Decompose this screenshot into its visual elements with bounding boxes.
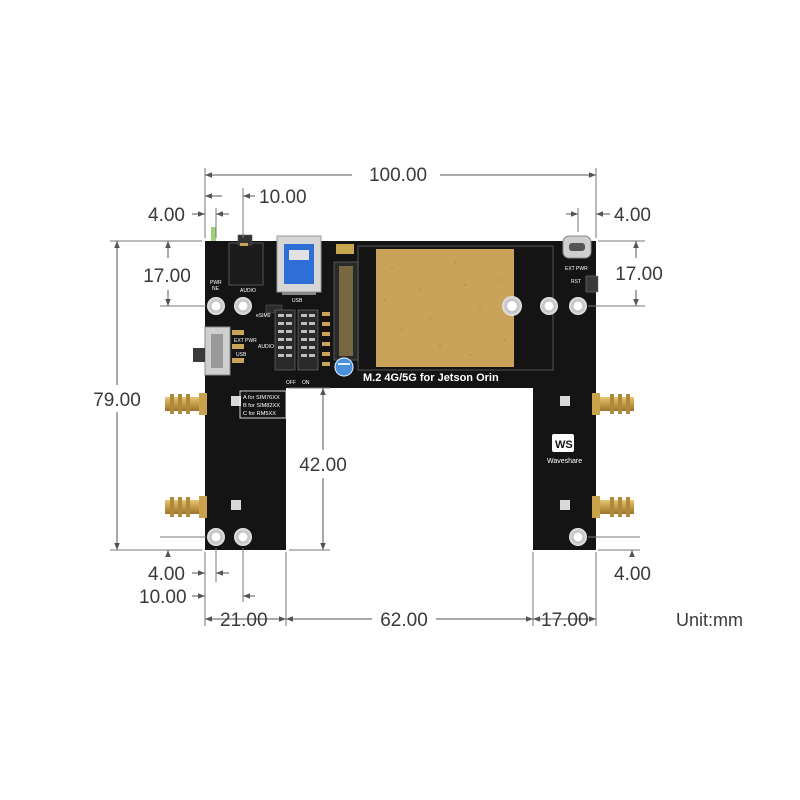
rst-button xyxy=(585,275,599,293)
mount-hole xyxy=(569,528,587,546)
audio-jack xyxy=(228,242,264,286)
ext-pwr-switch-slot xyxy=(211,334,223,368)
m2-module-shield xyxy=(376,249,514,367)
silk-usb-top: USB xyxy=(292,298,303,304)
ipex-connector xyxy=(560,500,570,510)
dim-bottom-left-4: 4.00 xyxy=(148,564,185,585)
dimension-labels: 100.00 4.00 10.00 4.00 17.00 17.00 79.00… xyxy=(88,162,743,631)
mount-hole xyxy=(234,297,252,315)
dim-overall-width: 100.00 xyxy=(369,165,427,186)
dim-left-top-y: 17.00 xyxy=(143,266,191,287)
dim-right-top-y: 17.00 xyxy=(615,264,663,285)
usb-a-base xyxy=(282,292,316,295)
dim-right-hole-x: 4.00 xyxy=(614,205,651,226)
mount-hole xyxy=(540,297,558,315)
silk-ext-pwr-right: EXT PWR xyxy=(565,266,588,272)
ipex-connector xyxy=(560,396,570,406)
mount-hole xyxy=(234,528,252,546)
dim-bottom-right-4: 4.00 xyxy=(614,564,651,585)
m2-module-texture xyxy=(384,261,506,356)
sim-select-jumpers xyxy=(322,312,330,366)
waveshare-logo xyxy=(552,434,574,452)
silk-usb-mid: USB xyxy=(236,352,247,358)
dim-audio-x: 10.00 xyxy=(259,187,307,208)
mount-hole xyxy=(207,297,225,315)
board-title: M.2 4G/5G for Jetson Orin xyxy=(363,372,499,384)
sma-connector-right-bottom xyxy=(592,496,634,518)
mount-hole xyxy=(207,528,225,546)
ipex-connector xyxy=(231,500,241,510)
dim-left-hole-x: 4.00 xyxy=(148,205,185,226)
mount-hole xyxy=(502,296,522,316)
silk-ne: NE xyxy=(212,286,220,292)
silk-esim: eSIM0 xyxy=(256,313,271,319)
sim-legend-c: C for RM5XX xyxy=(243,411,276,417)
dip-switch-keys xyxy=(278,314,315,357)
mount-hole xyxy=(569,297,587,315)
sim-legend-a: A for SIM76XX xyxy=(243,395,280,401)
dim-overall-height: 79.00 xyxy=(93,390,141,411)
brand-logo-text: WS xyxy=(555,439,573,451)
m2-latch xyxy=(336,244,354,254)
sim-legend-box xyxy=(239,390,287,419)
silk-on: ON xyxy=(302,380,310,386)
unit-label: Unit:mm xyxy=(676,610,743,630)
jumper-headers xyxy=(232,304,283,363)
brand-name: Waveshare xyxy=(547,458,582,465)
dim-right-arm-width: 17.00 xyxy=(541,610,589,631)
silk-off: OFF xyxy=(286,380,296,386)
ipex-connector xyxy=(231,396,241,406)
silk-pwr: PWR xyxy=(210,280,222,286)
dim-left-arm-width: 21.00 xyxy=(220,610,268,631)
led xyxy=(211,227,216,241)
ext-pwr-switch-knob xyxy=(193,348,205,362)
usb-c-slot xyxy=(569,243,585,251)
dim-bottom-left-10: 10.00 xyxy=(139,587,187,608)
sma-connector-right-top xyxy=(592,393,634,415)
m2-slot-pins xyxy=(339,266,353,356)
usb-a-inner xyxy=(289,250,309,260)
silk-rst: RST xyxy=(571,279,581,285)
dim-inner-height: 42.00 xyxy=(299,455,347,476)
capacitor xyxy=(334,357,354,377)
sma-connector-left-top xyxy=(165,393,207,415)
sma-connector-left-bottom xyxy=(165,496,207,518)
silk-audio-mid: AUDIO xyxy=(258,344,274,350)
pcb-board: PWR NE AUDIO USB eSIM0 EXT PWR USB AUDIO… xyxy=(165,227,634,550)
dimension-lines xyxy=(110,168,645,626)
capacitor-mark xyxy=(338,363,350,365)
audio-jack-gold xyxy=(240,243,248,246)
dim-gap-width: 62.00 xyxy=(380,610,428,631)
silk-ext-pwr: EXT PWR xyxy=(234,338,257,344)
sim-legend-b: B for SIM82XX xyxy=(243,403,280,409)
silk-audio-top: AUDIO xyxy=(240,288,256,294)
